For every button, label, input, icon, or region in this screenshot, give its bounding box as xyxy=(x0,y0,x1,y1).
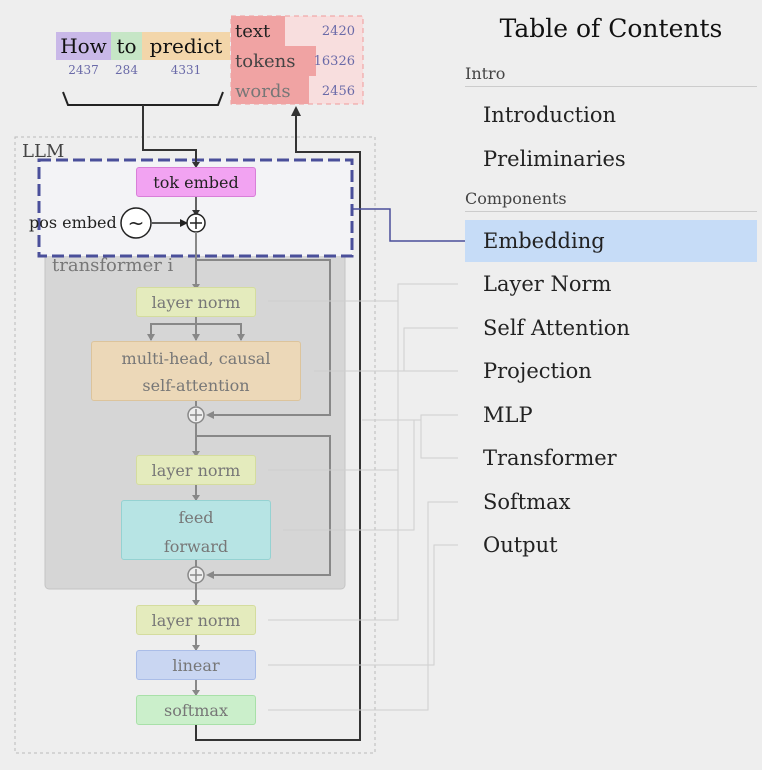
toc-item-mlp[interactable]: MLP xyxy=(483,403,533,427)
token-id: 4331 xyxy=(170,63,202,77)
token-id: 2437 xyxy=(68,63,99,77)
self-attention-block[interactable]: multi-head, causal self-attention xyxy=(91,341,301,401)
transformer-label: transformer i xyxy=(52,255,174,276)
feed-forward-block[interactable]: feed forward xyxy=(121,500,271,560)
toc-section-components: Components xyxy=(465,189,757,212)
llm-label: LLM xyxy=(22,141,65,162)
linear-block[interactable]: linear xyxy=(136,650,256,680)
toc-item-softmax[interactable]: Softmax xyxy=(483,490,571,514)
toc-title: Table of Contents xyxy=(499,14,723,43)
llm-frame xyxy=(14,136,376,754)
output-value: 16326 xyxy=(313,54,355,69)
output-value: 2456 xyxy=(321,84,355,99)
final-layer-norm-block[interactable]: layer norm xyxy=(136,605,256,635)
token-bracket xyxy=(62,91,224,106)
svg-text:~: ~ xyxy=(128,211,145,235)
input-token: to xyxy=(111,32,142,60)
input-token: predict xyxy=(142,32,230,60)
tok-embed-block[interactable]: tok embed xyxy=(136,167,256,197)
toc-item-transformer[interactable]: Transformer xyxy=(483,446,617,470)
output-word: tokens xyxy=(235,51,296,72)
toc-item-introduction[interactable]: Introduction xyxy=(483,103,616,127)
layer-norm-block[interactable]: layer norm xyxy=(136,455,256,485)
feed-label-line1: feed xyxy=(178,508,214,527)
layer-norm-block[interactable]: layer norm xyxy=(136,287,256,317)
attention-label-line1: multi-head, causal xyxy=(121,349,271,368)
toc-item-layer-norm[interactable]: Layer Norm xyxy=(483,272,612,296)
toc-item-projection[interactable]: Projection xyxy=(483,359,592,383)
output-word: text xyxy=(235,21,271,42)
embedding-connector xyxy=(352,208,465,242)
output-value: 2420 xyxy=(321,24,355,39)
input-line xyxy=(142,105,197,166)
toc-item-output[interactable]: Output xyxy=(483,533,558,557)
toc-item-self-attention[interactable]: Self Attention xyxy=(483,316,630,340)
attention-label-line2: self-attention xyxy=(142,376,250,395)
toc-section-intro: Intro xyxy=(465,64,757,87)
feed-label-line2: forward xyxy=(163,537,229,556)
toc-item-preliminaries[interactable]: Preliminaries xyxy=(483,147,626,171)
pos-embed-icon xyxy=(120,207,152,239)
toc-item-embedding[interactable]: Embedding xyxy=(465,220,757,262)
output-word: words xyxy=(235,81,291,102)
softmax-block[interactable]: softmax xyxy=(136,695,256,725)
pos-embed-label: pos embed xyxy=(29,213,117,232)
output-bar-text xyxy=(231,16,285,46)
output-bar-words xyxy=(231,76,309,104)
output-bar-tokens xyxy=(231,46,316,76)
toc-connectors xyxy=(268,283,458,711)
output-loop xyxy=(195,108,361,741)
input-token: How xyxy=(56,32,111,60)
token-id: 284 xyxy=(115,63,138,77)
